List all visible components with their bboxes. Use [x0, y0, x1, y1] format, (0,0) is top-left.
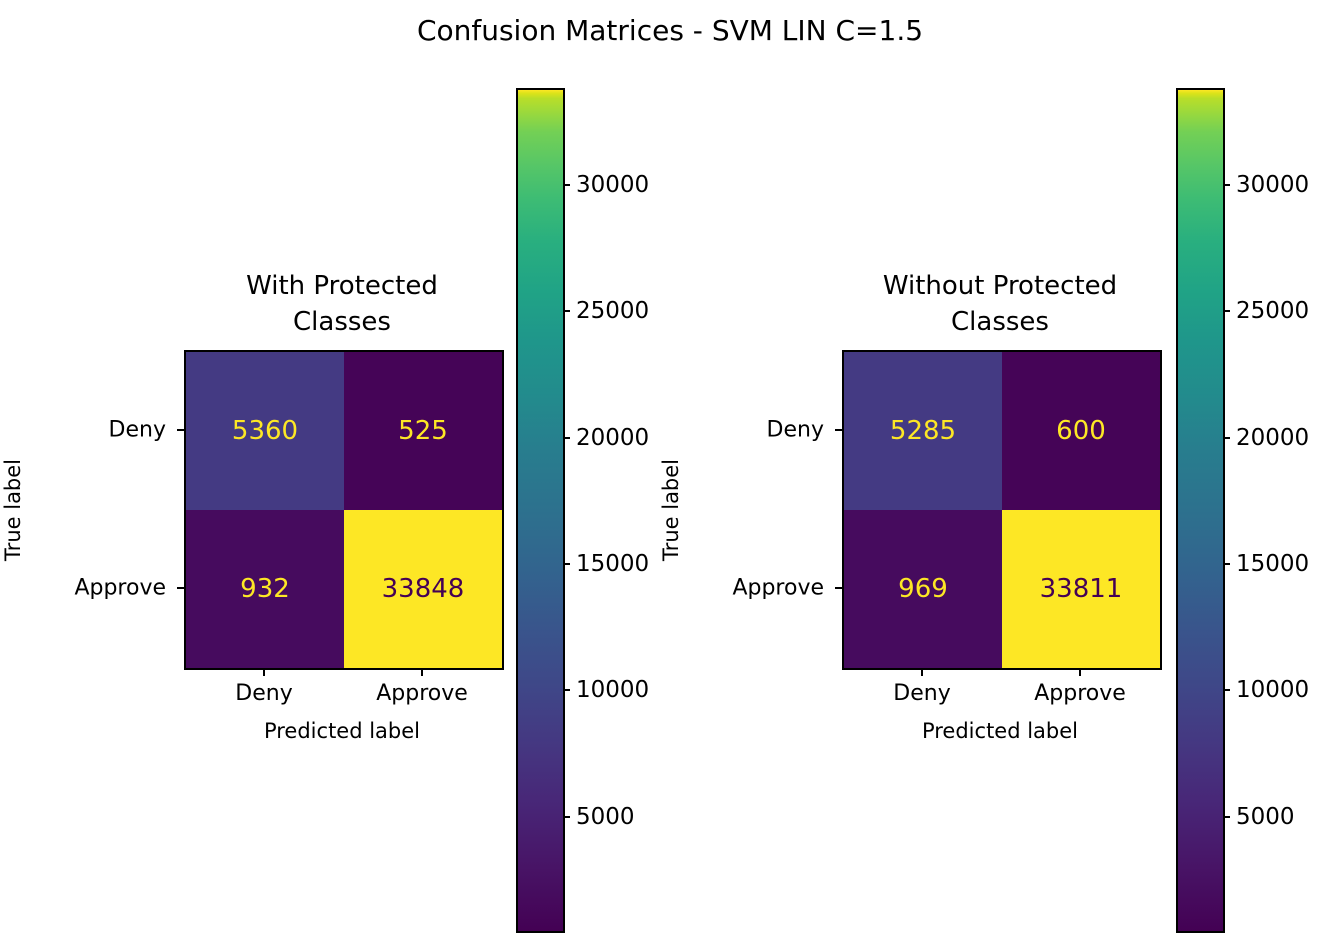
matrix-cell-approve-deny-left: 932 [186, 510, 344, 668]
colorbar-left [516, 88, 565, 933]
subplot-title-line1-right: Without Protected [882, 271, 1118, 301]
confusion-matrix-right: 5285 600 969 33811 [842, 350, 1162, 670]
colorbar-tick-label-25000-left: 25000 [576, 298, 650, 324]
colorbar-tick-label-30000-left: 30000 [576, 172, 650, 198]
confusion-matrix-left: 5360 525 932 33848 [184, 350, 504, 670]
y-axis-label-true-label-right: True label [659, 458, 683, 562]
matrix-cell-approve-deny-right: 969 [844, 510, 1002, 668]
colorbar-tick-mark-20000-right [1223, 437, 1230, 439]
x-tick-mark-approve-left [421, 669, 423, 676]
matrix-cell-deny-approve-left: 525 [344, 352, 502, 510]
y-tick-mark-approve-right [835, 587, 842, 589]
colorbar-tick-mark-10000-right [1223, 689, 1230, 691]
colorbar-tick-label-20000-right: 20000 [1236, 425, 1310, 451]
matrix-cell-deny-deny-right: 5285 [844, 352, 1002, 510]
y-tick-label-deny-left: Deny [108, 417, 166, 443]
colorbar-tick-label-15000-left: 15000 [576, 551, 650, 577]
matrix-cell-deny-approve-right: 600 [1002, 352, 1160, 510]
colorbar-tick-label-5000-right: 5000 [1236, 804, 1295, 830]
x-axis-label-predicted-label-right: Predicted label [921, 719, 1079, 743]
subplot-title-line2: Classes [293, 307, 391, 337]
colorbar-tick-mark-10000-left [563, 689, 570, 691]
colorbar-tick-mark-15000-left [563, 563, 570, 565]
y-tick-label-approve-left: Approve [74, 575, 166, 601]
y-tick-label-deny-right: Deny [766, 417, 824, 443]
x-tick-label-deny-right: Deny [893, 681, 951, 706]
x-tick-label-deny-left: Deny [235, 681, 293, 706]
colorbar-tick-mark-30000-right [1223, 184, 1230, 186]
x-tick-label-approve-right: Approve [1034, 681, 1126, 706]
subplot-title-with-protected: With Protected Classes [184, 268, 500, 340]
y-axis-label-true-label-left: True label [1, 458, 25, 562]
subplot-title-without-protected: Without Protected Classes [842, 268, 1158, 340]
y-tick-mark-deny-right [835, 429, 842, 431]
colorbar-tick-mark-5000-right [1223, 816, 1230, 818]
colorbar-tick-label-20000-left: 20000 [576, 425, 650, 451]
colorbar-tick-mark-25000-left [563, 310, 570, 312]
colorbar-tick-mark-5000-left [563, 816, 570, 818]
x-tick-mark-approve-right [1079, 669, 1081, 676]
y-tick-mark-deny-left [177, 429, 184, 431]
colorbar-tick-mark-15000-right [1223, 563, 1230, 565]
colorbar-tick-label-30000-right: 30000 [1236, 172, 1310, 198]
matrix-cell-approve-approve-left: 33848 [344, 510, 502, 668]
colorbar-tick-mark-25000-right [1223, 310, 1230, 312]
x-axis-label-predicted-label-left: Predicted label [263, 719, 421, 743]
colorbar-tick-label-10000-left: 10000 [576, 677, 650, 703]
matrix-cell-approve-approve-right: 33811 [1002, 510, 1160, 668]
x-tick-mark-deny-right [921, 669, 923, 676]
y-tick-mark-approve-left [177, 587, 184, 589]
subplot-title-line1: With Protected [246, 271, 438, 301]
subplot-title-line2-right: Classes [951, 307, 1049, 337]
colorbar-tick-label-10000-right: 10000 [1236, 677, 1310, 703]
y-tick-label-approve-right: Approve [732, 575, 824, 601]
matrix-cell-deny-deny-left: 5360 [186, 352, 344, 510]
colorbar-tick-mark-20000-left [563, 437, 570, 439]
figure-title: Confusion Matrices - SVM LIN C=1.5 [416, 14, 924, 47]
x-tick-label-approve-left: Approve [376, 681, 468, 706]
colorbar-tick-label-25000-right: 25000 [1236, 298, 1310, 324]
colorbar-tick-mark-30000-left [563, 184, 570, 186]
colorbar-tick-label-15000-right: 15000 [1236, 551, 1310, 577]
colorbar-right [1176, 88, 1225, 933]
colorbar-tick-label-5000-left: 5000 [576, 804, 635, 830]
x-tick-mark-deny-left [263, 669, 265, 676]
